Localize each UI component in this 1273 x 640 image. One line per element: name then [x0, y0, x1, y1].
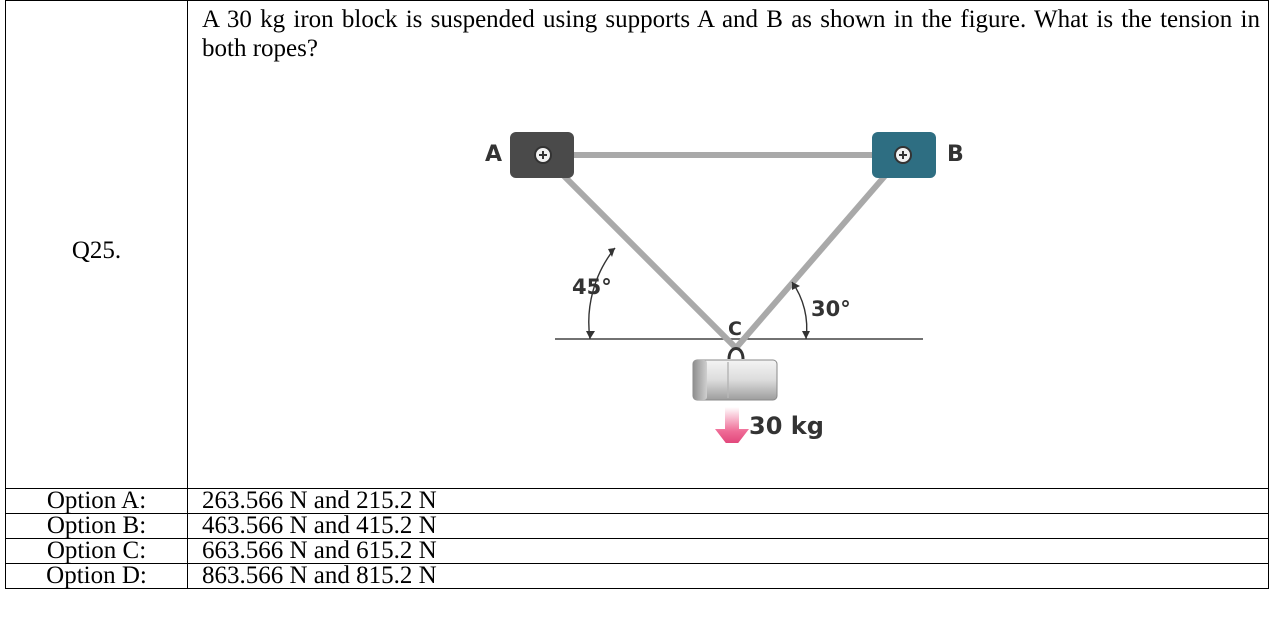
option-c-text: 663.566 N and 615.2 N	[187, 538, 1269, 564]
question-number: Q25.	[71, 237, 122, 264]
question-sheet: Q25. A 30 kg iron block is suspended usi…	[5, 0, 1269, 639]
hook-icon	[727, 347, 745, 360]
option-d-label: Option D:	[5, 563, 188, 589]
figure: A B C 45° 30° 30 kg	[188, 63, 1268, 443]
option-row[interactable]: Option C: 663.566 N and 615.2 N	[5, 538, 1269, 564]
question-row: Q25. A 30 kg iron block is suspended usi…	[5, 0, 1269, 489]
option-row[interactable]: Option B: 463.566 N and 415.2 N	[5, 513, 1269, 539]
tension-diagram	[510, 132, 936, 443]
option-row[interactable]: Option A: 263.566 N and 215.2 N	[5, 488, 1269, 514]
option-c-label: Option C:	[5, 538, 188, 564]
junction-label: C	[728, 318, 742, 340]
question-text: A 30 kg iron block is suspended using su…	[202, 6, 1260, 62]
option-b-label: Option B:	[5, 513, 188, 539]
support-a-label: A	[485, 142, 503, 167]
option-b-text: 463.566 N and 415.2 N	[187, 513, 1269, 539]
angle-left-label: 45°	[572, 275, 612, 299]
option-d-text: 863.566 N and 815.2 N	[187, 563, 1269, 589]
load-label: 30 kg	[749, 412, 824, 440]
angle-right-label: 30°	[811, 297, 851, 321]
question-table: Q25. A 30 kg iron block is suspended usi…	[5, 0, 1269, 589]
option-a-label: Option A:	[5, 488, 188, 514]
question-number-cell: Q25.	[5, 0, 188, 489]
angle-arc-right	[791, 281, 808, 340]
weight-arrow-icon	[715, 407, 749, 443]
support-b-label: B	[947, 142, 964, 167]
question-body-cell: A 30 kg iron block is suspended using su…	[187, 0, 1269, 489]
option-a-text: 263.566 N and 215.2 N	[187, 488, 1269, 514]
rope-ac	[540, 152, 739, 351]
option-row[interactable]: Option D: 863.566 N and 815.2 N	[5, 563, 1269, 589]
angle-arc-left	[588, 247, 616, 340]
rope-bc	[733, 153, 906, 350]
